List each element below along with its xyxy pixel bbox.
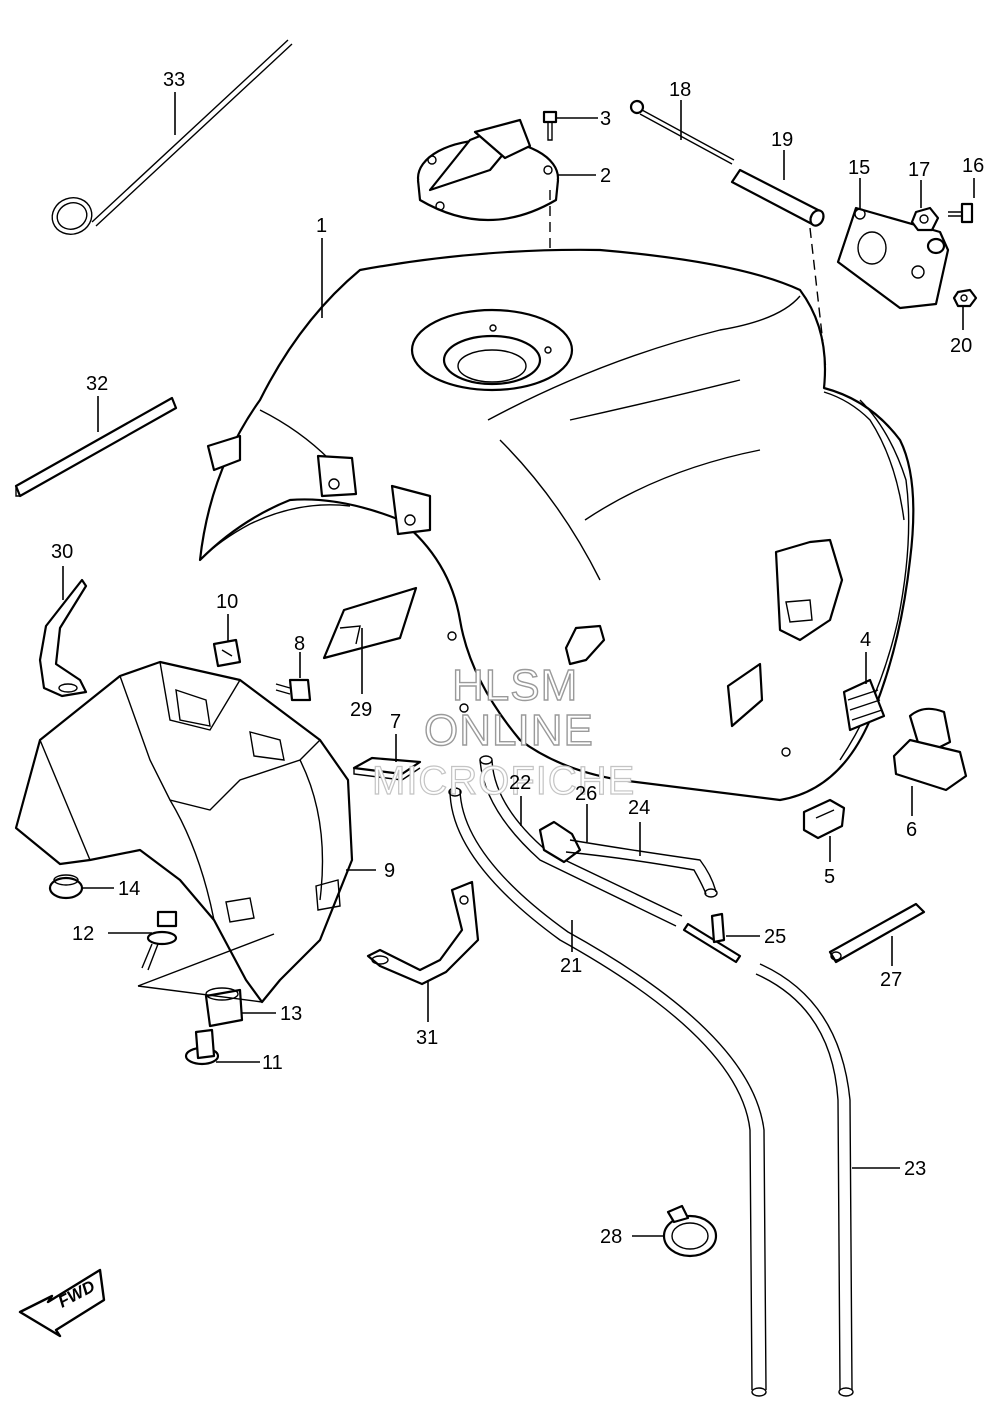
part-16-screw <box>948 202 974 224</box>
part-32-strip <box>14 396 178 498</box>
part-23-hose <box>755 963 854 1397</box>
part-12-bolt <box>141 910 178 971</box>
callout-11: 11 <box>262 1052 283 1074</box>
part-3-bolt <box>542 110 558 141</box>
part-29-pad <box>322 586 418 660</box>
part-20-nut <box>952 288 978 308</box>
leader-9-b <box>137 985 263 1003</box>
callout-17: 17 <box>908 159 930 181</box>
part-17-nut <box>910 206 940 232</box>
callout-8: 8 <box>294 633 305 655</box>
callout-labels: 33 1 3 2 18 19 15 17 16 20 32 30 10 8 29… <box>51 69 984 1248</box>
part-30-bracket <box>38 578 88 698</box>
callout-30: 30 <box>51 541 73 563</box>
callout-13: 13 <box>280 1003 302 1025</box>
callout-24: 24 <box>628 797 650 819</box>
callout-19: 19 <box>771 129 793 151</box>
callout-3: 3 <box>600 108 611 130</box>
callout-27: 27 <box>880 969 902 991</box>
fwd-direction-badge: FWD <box>18 1268 106 1338</box>
callout-33: 33 <box>163 69 185 91</box>
callout-22: 22 <box>509 772 531 794</box>
watermark-line-2: ONLINE <box>424 706 594 755</box>
callout-5: 5 <box>824 866 835 888</box>
part-7-pad <box>352 756 422 781</box>
leader-lines <box>62 92 975 1237</box>
watermark-line-3: MICROFICHE <box>372 759 635 803</box>
callout-2: 2 <box>600 165 611 187</box>
leader-9-a <box>137 933 275 987</box>
callout-21: 21 <box>560 955 582 977</box>
part-1-fuel-tank <box>198 248 915 802</box>
part-21-hose <box>448 787 767 1397</box>
part-18-bolt <box>629 99 735 165</box>
watermark: HLSM ONLINE MICROFICHE <box>371 660 635 803</box>
part-25-joint <box>682 912 742 964</box>
callout-28: 28 <box>600 1226 622 1248</box>
callout-10: 10 <box>216 591 238 613</box>
callout-6: 6 <box>906 819 917 841</box>
part-4-mesh <box>842 678 886 732</box>
callout-20: 20 <box>950 335 972 357</box>
callout-16: 16 <box>962 155 984 177</box>
callout-25: 25 <box>764 926 786 948</box>
part-19-sleeve <box>730 168 825 227</box>
callout-9: 9 <box>384 860 395 882</box>
callout-29: 29 <box>350 699 372 721</box>
part-24-hose <box>565 839 718 898</box>
part-13-grommet <box>204 987 244 1028</box>
callout-18: 18 <box>669 79 691 101</box>
callout-31: 31 <box>416 1027 438 1049</box>
part-27-strap <box>828 902 926 964</box>
callout-23: 23 <box>904 1158 926 1180</box>
callout-15: 15 <box>848 157 870 179</box>
part-33-wire <box>51 39 293 235</box>
part-26-clamp <box>538 820 582 864</box>
callout-32: 32 <box>86 373 108 395</box>
part-11-collar <box>184 1028 220 1066</box>
callout-1: 1 <box>316 215 327 237</box>
part-28-clamp <box>662 1204 718 1258</box>
part-5-cushion <box>802 798 846 840</box>
callout-26: 26 <box>575 783 597 805</box>
callout-14: 14 <box>118 878 140 900</box>
watermark-line-1: HLSM <box>452 661 578 710</box>
part-31-bracket <box>366 880 480 986</box>
part-15-plate <box>836 206 950 310</box>
part-10-clip <box>212 638 242 668</box>
callout-7: 7 <box>390 711 401 733</box>
callout-4: 4 <box>860 629 871 651</box>
part-6-damper <box>892 707 968 792</box>
part-2-fuel-cap <box>416 118 560 221</box>
part-14-grommet <box>48 874 84 900</box>
callout-12: 12 <box>72 923 94 945</box>
part-8-screw <box>275 678 312 702</box>
part-9-cover <box>14 660 354 1004</box>
